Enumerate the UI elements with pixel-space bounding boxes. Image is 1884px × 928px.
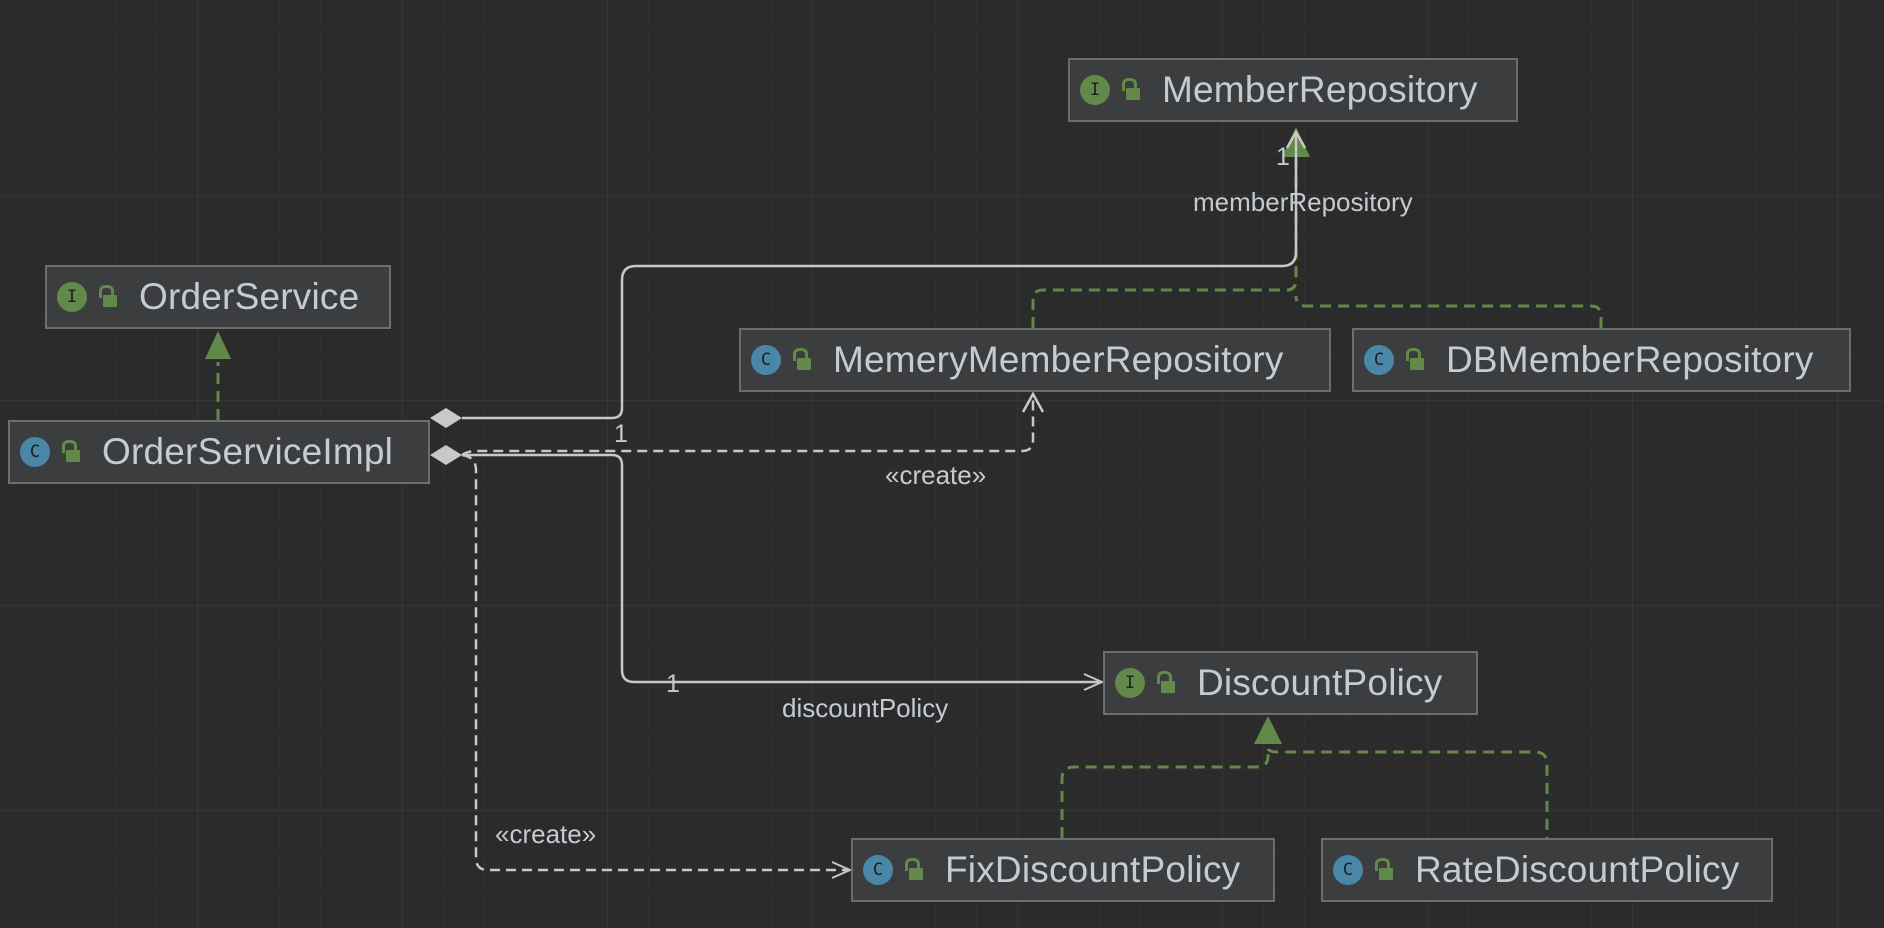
class-badge-icon: C	[1364, 345, 1394, 375]
open-arrowhead	[1021, 391, 1045, 413]
lock-icon	[903, 856, 927, 884]
multiplicity-label: 1	[1276, 143, 1290, 171]
node-name: DiscountPolicy	[1197, 662, 1443, 703]
lock-icon	[97, 283, 121, 311]
class-badge-icon: C	[1333, 855, 1363, 885]
realization-discount-policies[interactable]	[1060, 716, 1549, 838]
node-name: OrderService	[139, 276, 360, 317]
lock-icon	[60, 438, 84, 466]
stereotype-label-create: «create»	[885, 460, 987, 490]
class-badge-icon: C	[751, 345, 781, 375]
realization-orderserviceimpl-to-orderservice[interactable]	[205, 331, 231, 420]
class-badge-icon: C	[20, 437, 50, 467]
realization-member-repositories[interactable]	[1031, 127, 1603, 328]
node-name: MemberRepository	[1162, 69, 1478, 110]
dependency-create-fix[interactable]	[461, 453, 850, 870]
composition-diamond	[430, 408, 462, 428]
multiplicity-label: 1	[614, 420, 628, 448]
composition-diamond	[430, 445, 462, 465]
stereotype-label-create: «create»	[495, 819, 597, 849]
lock-icon	[1120, 76, 1144, 104]
node-name: FixDiscountPolicy	[945, 849, 1241, 890]
association-discount-policy[interactable]	[430, 445, 1102, 682]
realization-arrowhead	[1254, 716, 1282, 744]
node-order-service[interactable]: I OrderService	[45, 265, 391, 329]
node-db-member-repository[interactable]: C DBMemberRepository	[1352, 328, 1851, 392]
node-name: MemeryMemberRepository	[833, 339, 1284, 380]
lock-icon	[791, 346, 815, 374]
role-label-member-repository: memberRepository	[1193, 187, 1413, 217]
multiplicity-label: 1	[666, 670, 680, 698]
dependency-create-memery[interactable]	[461, 391, 1045, 457]
node-order-service-impl[interactable]: C OrderServiceImpl	[8, 420, 430, 484]
node-fix-discount-policy[interactable]: C FixDiscountPolicy	[851, 838, 1275, 902]
node-memery-member-repository[interactable]: C MemeryMemberRepository	[739, 328, 1331, 392]
association-member-repository[interactable]	[430, 129, 1307, 428]
node-name: RateDiscountPolicy	[1415, 849, 1740, 890]
node-rate-discount-policy[interactable]: C RateDiscountPolicy	[1321, 838, 1773, 902]
lock-icon	[1155, 669, 1179, 697]
role-label-discount-policy: discountPolicy	[782, 693, 949, 723]
node-name: OrderServiceImpl	[102, 431, 394, 472]
lock-icon	[1373, 856, 1397, 884]
node-discount-policy[interactable]: I DiscountPolicy	[1103, 651, 1478, 715]
interface-badge-icon: I	[57, 282, 87, 312]
interface-badge-icon: I	[1115, 668, 1145, 698]
lock-icon	[1404, 346, 1428, 374]
open-arrowhead	[1285, 129, 1307, 149]
realization-arrowhead	[205, 331, 231, 359]
interface-badge-icon: I	[1080, 75, 1110, 105]
node-name: DBMemberRepository	[1446, 339, 1814, 380]
class-badge-icon: C	[863, 855, 893, 885]
node-member-repository[interactable]: I MemberRepository	[1068, 58, 1518, 122]
